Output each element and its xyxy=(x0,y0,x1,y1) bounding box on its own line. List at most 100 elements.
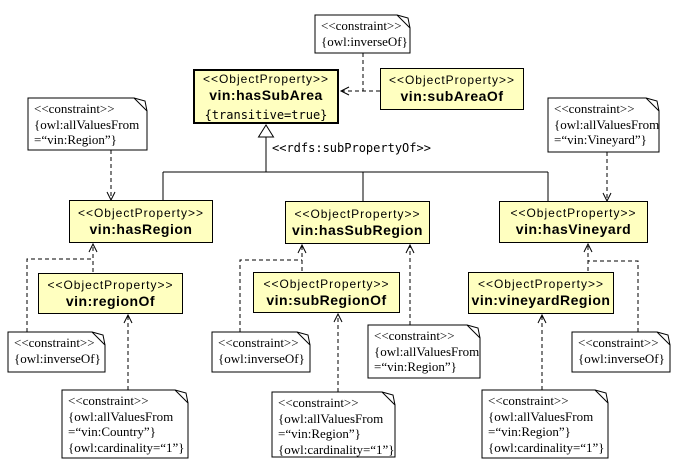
note-outline xyxy=(271,391,396,458)
constraint-line: {owl:inverseOf} xyxy=(14,350,101,366)
note-outline xyxy=(211,331,311,373)
constraint-stereotype: <<constraint>> xyxy=(488,393,569,408)
constraint-line: {owl:inverseOf} xyxy=(321,33,408,49)
constraint-line: =“vin:Region”} xyxy=(278,426,361,441)
property-box-subregionof: <<ObjectProperty>> vin:subRegionOf xyxy=(253,272,400,313)
constraint-stereotype: <<constraint>> xyxy=(578,335,659,350)
property-box-hassubarea: <<ObjectProperty>> vin:hasSubArea {trans… xyxy=(193,69,339,124)
constraint-line: {owl:inverseOf} xyxy=(218,350,305,366)
property-box-hasvineyard: <<ObjectProperty>> vin:hasVineyard xyxy=(499,201,648,243)
generalization-triangle-icon xyxy=(257,124,275,138)
constraint-stereotype: <<constraint>> xyxy=(278,395,359,410)
note-constraint-inverse-right: <<constraint>> {owl:inverseOf} xyxy=(572,332,670,372)
arrowhead-left-icon xyxy=(339,86,350,96)
note-constraint-allvaluesfrom-region-mid: <<constraint>> {owl:allValuesFrom =“vin:… xyxy=(368,325,480,378)
property-name: vin:hasRegion xyxy=(89,220,193,237)
constraint-line: {owl:cardinality=“1”} xyxy=(68,439,185,455)
arrowheads xyxy=(88,86,612,324)
constraint-line: =“vin:Region”} xyxy=(34,132,117,147)
constraint-line: =“vin:Region”} xyxy=(488,424,571,439)
constraint-line: {owl:allValuesFrom xyxy=(34,116,140,132)
constraint-stereotype: <<constraint>> xyxy=(68,393,149,408)
constraint-line: {owl:allValuesFrom xyxy=(374,343,480,359)
arrowhead-up-icon xyxy=(583,242,593,253)
stereotype-label: <<ObjectProperty>> xyxy=(477,277,605,291)
note-constraint-inverse-left: <<constraint>> {owl:inverseOf} xyxy=(8,332,105,372)
note-outline xyxy=(481,389,609,459)
arrowhead-up-icon xyxy=(297,243,307,254)
property-box-vineyardregion: <<ObjectProperty>> vin:vineyardRegion xyxy=(468,272,614,314)
constraint-line: {owl:cardinality=“1”} xyxy=(278,441,395,457)
note-constraint-allvaluesfrom-country-cardinality: <<constraint>> {owl:allValuesFrom =“vin:… xyxy=(62,390,188,458)
constraint-stereotype: <<constraint>> xyxy=(321,18,402,33)
property-name: vin:subRegionOf xyxy=(266,291,387,308)
dependency-lines xyxy=(26,53,639,392)
property-tagged-value: {transitive=true} xyxy=(204,107,328,122)
constraint-line: {owl:allValuesFrom xyxy=(278,410,384,426)
stereotype-label: <<ObjectProperty>> xyxy=(388,73,516,87)
property-box-hassubregion: <<ObjectProperty>> vin:hasSubRegion xyxy=(285,201,430,244)
note-constraint-allvaluesfrom-region-cardinality-right: <<constraint>> {owl:allValuesFrom =“vin:… xyxy=(482,390,608,458)
property-name: vin:hasSubRegion xyxy=(292,221,423,238)
note-outline xyxy=(7,331,106,373)
note-constraint-allvaluesfrom-vineyard: <<constraint>> {owl:allValuesFrom =“vin:… xyxy=(548,98,659,152)
note-fold-icon xyxy=(174,389,189,404)
note-constraint-allvaluesfrom-region-cardinality-mid: <<constraint>> {owl:allValuesFrom =“vin:… xyxy=(272,392,395,457)
constraint-stereotype: <<constraint>> xyxy=(14,335,95,350)
note-outline xyxy=(367,324,481,379)
stereotype-label: <<ObjectProperty>> xyxy=(263,276,390,291)
note-outlines xyxy=(7,14,671,459)
constraint-line: =“vin:Vineyard”} xyxy=(554,132,647,147)
arrowhead-up-icon xyxy=(123,313,133,324)
note-outline xyxy=(547,97,660,153)
note-fold-icon xyxy=(594,389,609,404)
note-outline xyxy=(27,97,148,151)
arrowhead-up-icon xyxy=(537,313,547,324)
constraint-stereotype: <<constraint>> xyxy=(374,328,455,343)
note-fold-icon xyxy=(466,324,481,339)
constraint-stereotype: <<constraint>> xyxy=(218,335,299,350)
property-box-subareaof: <<ObjectProperty>> vin:subAreaOf xyxy=(380,68,524,110)
note-fold-icon xyxy=(645,97,660,112)
stereotype-label: <<ObjectProperty>> xyxy=(77,205,205,220)
subpropertyof-label: <<rdfs:subPropertyOf>> xyxy=(272,141,431,155)
note-constraint-allvaluesfrom-region-left: <<constraint>> {owl:allValuesFrom =“vin:… xyxy=(28,98,147,150)
anchor-note-inverse-left xyxy=(26,258,93,332)
anchor-note-inverse-mid xyxy=(239,259,302,332)
property-name: vin:vineyardRegion xyxy=(471,292,611,308)
constraint-stereotype: <<constraint>> xyxy=(34,101,115,116)
note-fold-icon xyxy=(381,391,396,406)
property-name: vin:regionOf xyxy=(65,292,156,309)
constraint-line: {owl:cardinality=“1”} xyxy=(488,439,605,455)
arrowhead-up-icon xyxy=(333,312,343,323)
property-box-regionof: <<ObjectProperty>> vin:regionOf xyxy=(38,273,183,314)
anchor-note-inverse-right xyxy=(588,260,639,332)
constraint-line: {owl:allValuesFrom xyxy=(488,408,594,424)
arrowhead-up-icon xyxy=(88,242,98,253)
constraint-stereotype: <<constraint>> xyxy=(554,101,635,116)
constraint-line: {owl:allValuesFrom xyxy=(68,408,174,424)
generalization-tree xyxy=(162,124,549,201)
note-constraint-inverse-top: <<constraint>> {owl:inverseOf} xyxy=(315,15,410,53)
property-name: vin:hasSubArea xyxy=(209,86,323,103)
note-fold-icon xyxy=(396,14,411,29)
stereotype-label: <<ObjectProperty>> xyxy=(202,71,330,86)
constraint-line: =“vin:Country”} xyxy=(68,424,156,439)
note-fold-icon xyxy=(296,331,311,346)
note-fold-icon xyxy=(91,331,106,346)
note-constraint-inverse-mid: <<constraint>> {owl:inverseOf} xyxy=(212,332,310,372)
stereotype-label: <<ObjectProperty>> xyxy=(294,206,421,221)
note-fold-icon xyxy=(133,97,148,112)
stereotype-label: <<ObjectProperty>> xyxy=(510,206,637,220)
note-fold-icon xyxy=(656,331,671,346)
property-box-hasregion: <<ObjectProperty>> vin:hasRegion xyxy=(69,200,213,243)
property-name: vin:hasVineyard xyxy=(515,221,632,237)
property-name: vin:subAreaOf xyxy=(400,88,504,104)
constraint-line: {owl:allValuesFrom xyxy=(554,116,660,132)
arrowhead-up-icon xyxy=(405,243,415,254)
note-outline xyxy=(314,14,411,54)
constraint-line: =“vin:Region”} xyxy=(374,359,457,374)
stereotype-label: <<ObjectProperty>> xyxy=(47,277,174,292)
